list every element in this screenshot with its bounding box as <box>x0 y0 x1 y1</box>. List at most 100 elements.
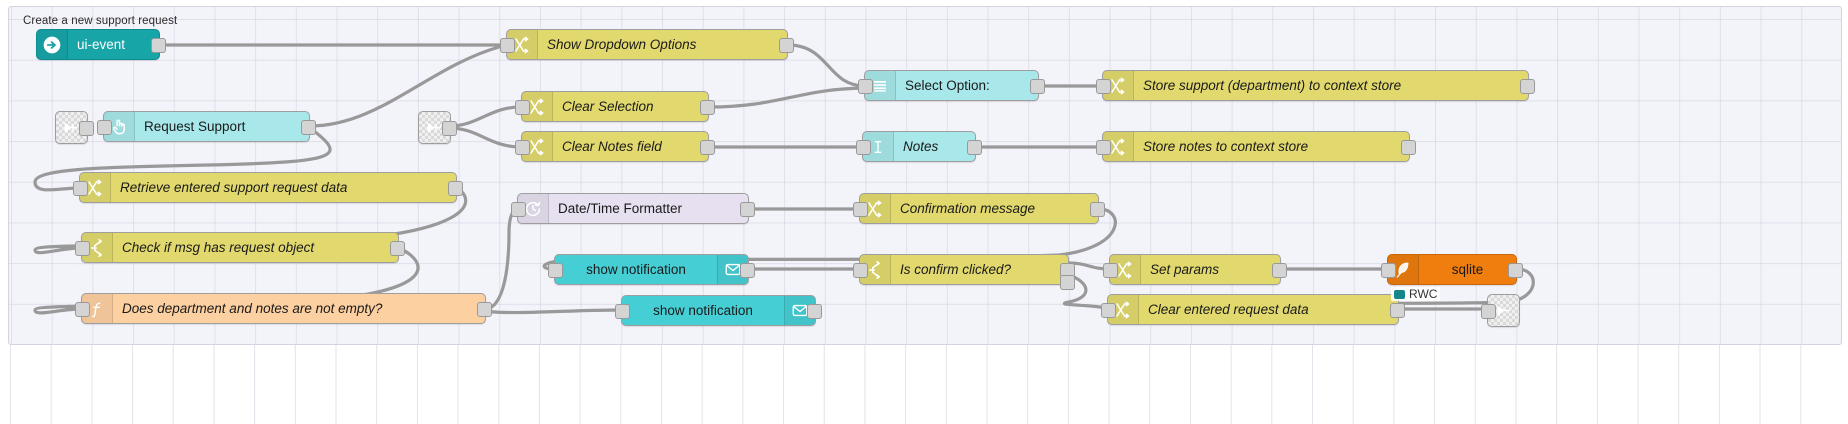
output-port[interactable] <box>740 263 755 278</box>
node-label: Retrieve entered support request data <box>120 180 348 195</box>
node-sqlite[interactable]: sqlite <box>1381 254 1523 285</box>
input-port[interactable] <box>73 181 88 196</box>
output-port[interactable] <box>477 302 492 317</box>
wire-deptnotes-notif2 <box>484 308 623 315</box>
output-port[interactable] <box>967 140 982 155</box>
flow-workspace[interactable]: Create a new support request <box>8 6 1842 345</box>
envelope-icon <box>784 296 815 325</box>
node-clear-entered-request-data[interactable]: Clear entered request data <box>1101 294 1405 325</box>
node-clear-notes-field[interactable]: Clear Notes field <box>515 131 715 162</box>
output-port[interactable] <box>1508 263 1523 278</box>
output-port[interactable] <box>1272 263 1287 278</box>
node-show-dropdown-options[interactable]: Show Dropdown Options <box>500 29 794 60</box>
node-store-notes-context[interactable]: Store notes to context store <box>1096 131 1416 162</box>
link-in-icon <box>64 122 78 133</box>
node-label: Is confirm clicked? <box>900 262 1012 277</box>
input-port[interactable] <box>1101 303 1116 318</box>
wire-link2-clearnotes <box>447 126 523 149</box>
output-port[interactable] <box>1401 140 1416 155</box>
node-label: Date/Time Formatter <box>558 201 683 216</box>
lower-grid-area <box>8 345 1840 424</box>
link-in-icon <box>427 122 441 133</box>
input-port[interactable] <box>853 202 868 217</box>
node-set-params[interactable]: Set params <box>1103 254 1287 285</box>
node-datetime-formatter[interactable]: Date/Time Formatter <box>511 193 755 224</box>
output-port[interactable] <box>700 100 715 115</box>
output-port[interactable] <box>79 121 94 136</box>
node-label: Show Dropdown Options <box>547 37 697 52</box>
node-link-in-2[interactable] <box>418 111 457 144</box>
input-port[interactable] <box>853 263 868 278</box>
input-port[interactable] <box>1096 79 1111 94</box>
node-confirmation-message[interactable]: Confirmation message <box>853 193 1105 224</box>
arrow-right-circle-icon <box>37 30 68 59</box>
node-store-support-context[interactable]: Store support (department) to context st… <box>1096 70 1535 101</box>
node-debug-out[interactable] <box>1481 294 1520 327</box>
output-port[interactable] <box>1520 79 1535 94</box>
input-port[interactable] <box>856 140 871 155</box>
output-port[interactable] <box>807 304 822 319</box>
output-port[interactable] <box>301 120 316 135</box>
node-label: Request Support <box>144 119 246 134</box>
node-is-confirm-clicked[interactable]: Is confirm clicked? <box>853 254 1075 290</box>
node-ui-event[interactable]: ui-event <box>36 29 166 60</box>
node-notes[interactable]: Notes <box>856 131 982 162</box>
input-port[interactable] <box>515 140 530 155</box>
node-label: Select Option: <box>905 78 990 93</box>
node-department-notes-not-empty[interactable]: Does department and notes are not empty? <box>75 293 492 324</box>
input-port[interactable] <box>858 79 873 94</box>
wire-deptnotes-datetime <box>484 207 519 311</box>
status-label: RWC <box>1409 287 1438 301</box>
output-port[interactable] <box>700 140 715 155</box>
clock-icon <box>518 194 549 223</box>
node-select-option[interactable]: Select Option: <box>858 70 1045 101</box>
input-port[interactable] <box>511 202 526 217</box>
node-label: Store notes to context store <box>1143 139 1309 154</box>
node-label: Store support (department) to context st… <box>1143 78 1402 93</box>
output-port[interactable] <box>390 241 405 256</box>
node-clear-selection[interactable]: Clear Selection <box>515 91 715 122</box>
output-port[interactable] <box>1030 79 1045 94</box>
output-port[interactable] <box>1390 303 1405 318</box>
input-port[interactable] <box>1096 140 1111 155</box>
node-link-in-1[interactable] <box>55 111 94 144</box>
wire-clearselection-selectoption <box>707 86 866 109</box>
input-port[interactable] <box>1481 304 1496 319</box>
node-retrieve-request-data[interactable]: Retrieve entered support request data <box>73 172 463 203</box>
node-request-support[interactable]: Request Support <box>97 111 316 142</box>
output-port[interactable] <box>740 202 755 217</box>
input-port[interactable] <box>615 304 630 319</box>
node-label: show notification <box>586 262 686 277</box>
output-port-2[interactable] <box>1060 275 1075 290</box>
node-label: Notes <box>903 139 939 154</box>
input-port[interactable] <box>1381 263 1396 278</box>
node-label: Does department and notes are not empty? <box>122 301 383 316</box>
input-port[interactable] <box>75 241 90 256</box>
input-port[interactable] <box>1103 263 1118 278</box>
node-label: Confirmation message <box>900 201 1036 216</box>
node-label: show notification <box>653 303 753 318</box>
debug-bug-icon <box>1497 305 1510 316</box>
input-port[interactable] <box>500 38 515 53</box>
status-badge-sqlite: RWC <box>1391 287 1441 301</box>
output-port[interactable] <box>1090 202 1105 217</box>
node-label: Set params <box>1150 262 1220 277</box>
node-show-notification-1[interactable]: show notification <box>548 254 755 285</box>
node-label: Check if msg has request object <box>122 240 315 255</box>
node-check-msg-request-object[interactable]: Check if msg has request object <box>75 232 405 263</box>
wire-requestsupport-showdropdown <box>308 45 501 128</box>
output-port[interactable] <box>151 38 166 53</box>
output-port[interactable] <box>448 181 463 196</box>
output-port[interactable] <box>779 38 794 53</box>
input-port[interactable] <box>515 100 530 115</box>
flow-title: Create a new support request <box>23 15 178 27</box>
node-show-notification-2[interactable]: show notification <box>615 295 822 326</box>
input-port[interactable] <box>548 263 563 278</box>
status-dot-icon <box>1394 289 1405 299</box>
node-label: Clear Selection <box>562 99 654 114</box>
output-port[interactable] <box>442 121 457 136</box>
input-port[interactable] <box>75 302 90 317</box>
input-port[interactable] <box>97 120 112 135</box>
node-label: Clear entered request data <box>1148 302 1309 317</box>
